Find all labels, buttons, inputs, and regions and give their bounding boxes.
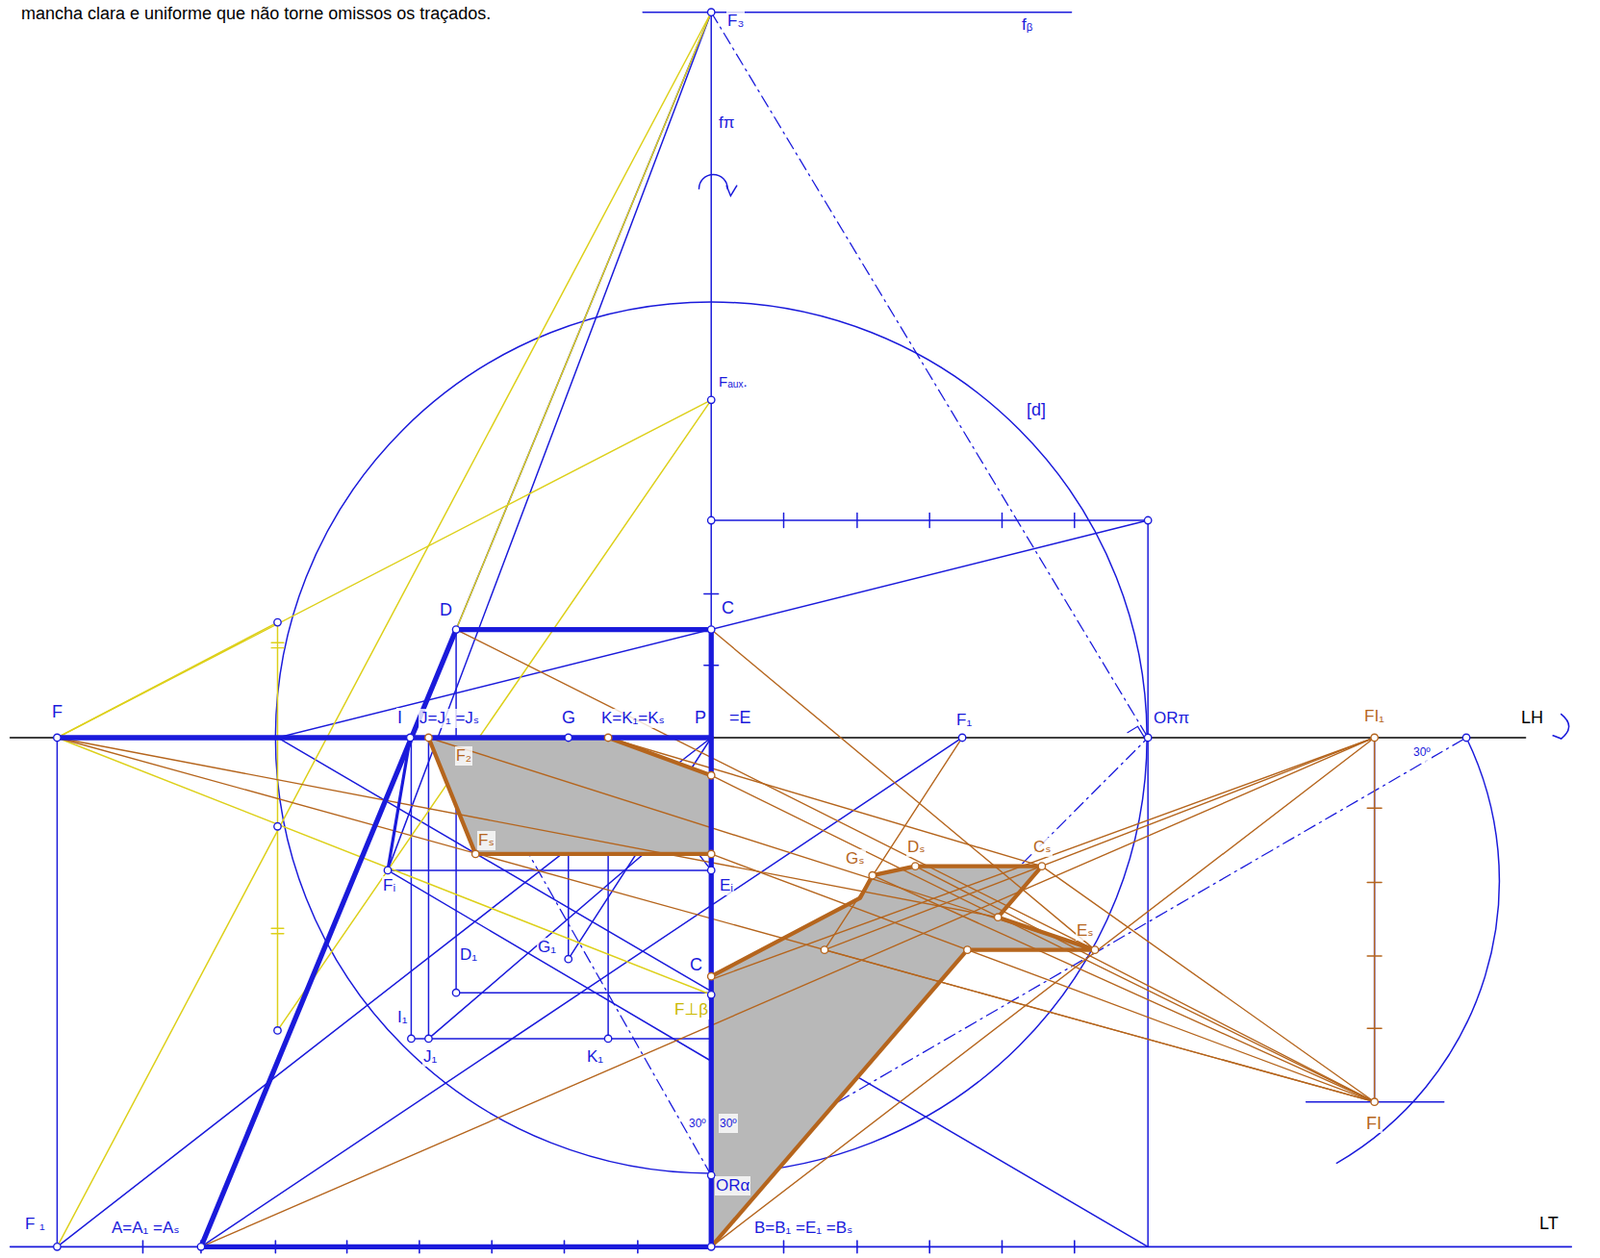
point-label: F ₁ xyxy=(24,1215,47,1235)
point-label: G xyxy=(560,708,577,728)
trace-label: fπ xyxy=(717,113,736,133)
point-label: F₁ xyxy=(955,711,973,731)
point-label: 30º xyxy=(718,1114,738,1134)
point-label: J₁ xyxy=(422,1047,438,1067)
point-label: C xyxy=(688,955,704,975)
trace-label: fᵦ xyxy=(1020,15,1034,35)
point-label: A=A₁ =Aₛ xyxy=(110,1219,181,1239)
point-label: K₁ xyxy=(585,1047,605,1067)
point-label: F⊥β xyxy=(673,1000,710,1020)
point-label: G₁ xyxy=(536,938,558,958)
note-text: mancha clara e uniforme que não torne om… xyxy=(20,3,492,24)
point-label: C xyxy=(720,598,736,618)
point-label: B=B₁ =E₁ =Bₛ xyxy=(753,1219,854,1239)
point-label: I xyxy=(396,708,404,728)
point-label: LH xyxy=(1520,708,1545,728)
point-label: Cₛ xyxy=(1032,838,1053,858)
point-label: Fᵢ xyxy=(381,876,397,896)
point-label: P xyxy=(693,708,708,728)
point-label: 30º xyxy=(1412,742,1432,762)
point-label: FI xyxy=(1365,1114,1383,1134)
point-label: Gₛ xyxy=(844,849,866,869)
point-label: ORα xyxy=(714,1176,751,1196)
point-label: Dₛ xyxy=(906,838,927,858)
point-label: Fₛ xyxy=(477,831,496,851)
point-label: F₂ xyxy=(455,746,473,766)
point-label: LT xyxy=(1538,1214,1560,1234)
point-label: ORπ xyxy=(1152,709,1191,729)
point-label: Fₐᵤₓ. xyxy=(717,372,749,392)
point-label: =E xyxy=(728,708,753,728)
point-label: J=J₁ =Jₛ xyxy=(418,709,481,729)
point-label: Eₛ xyxy=(1075,921,1095,941)
line-label: [d] xyxy=(1025,400,1047,420)
point-label: F xyxy=(50,702,64,722)
point-label: K=K₁=Kₛ xyxy=(600,709,666,729)
point-label: Eᵢ xyxy=(718,876,735,896)
point-label: D₁ xyxy=(458,945,479,966)
point-label: FI₁ xyxy=(1363,707,1386,727)
point-label: F₃ xyxy=(726,11,745,31)
point-label: D xyxy=(438,600,454,620)
point-label: I₁ xyxy=(396,1008,408,1028)
point-label: 30º xyxy=(687,1114,708,1134)
